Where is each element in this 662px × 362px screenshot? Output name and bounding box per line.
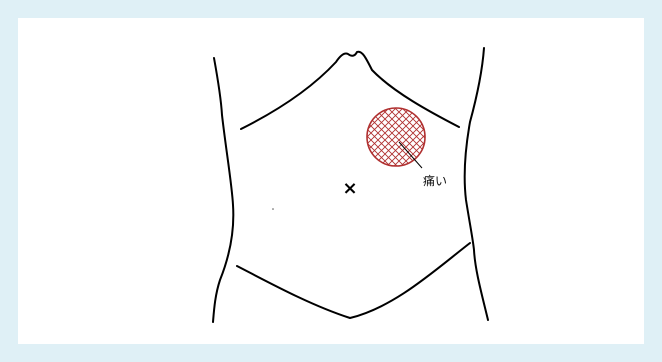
- pelvis-line: [237, 243, 470, 318]
- stray-dot: [272, 208, 274, 210]
- rib-cage-line: [241, 52, 459, 129]
- pain-label: 痛い: [423, 173, 447, 188]
- torso-right-outline: [465, 48, 488, 320]
- torso-left-outline: [213, 58, 233, 322]
- pain-area-marker: [367, 108, 425, 166]
- navel-marker: ×: [342, 178, 357, 199]
